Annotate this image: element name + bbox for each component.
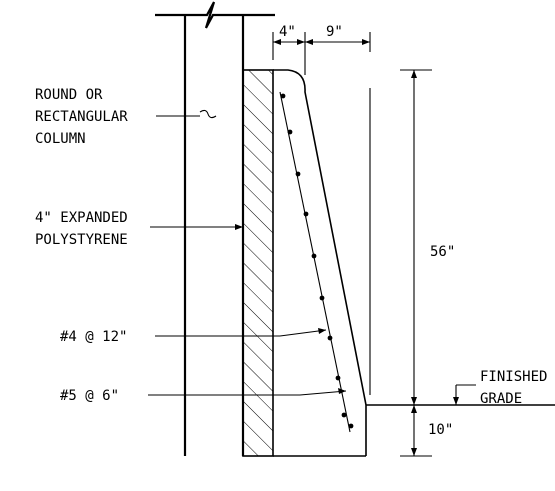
rebar-dot <box>348 423 354 429</box>
rebar-dot <box>319 295 325 301</box>
column-symbol <box>199 109 217 119</box>
rebar-dot <box>335 375 341 381</box>
arrowhead <box>235 224 243 230</box>
arrowhead <box>411 448 417 456</box>
arrowhead <box>411 405 417 413</box>
column-callout: ROUND OR RECTANGULAR COLUMN <box>35 87 217 147</box>
rebar4-label: #4 @ 12" <box>60 329 127 345</box>
polystyrene-layer <box>242 69 274 457</box>
arrowhead <box>273 39 281 45</box>
dim-56in: 56" <box>430 244 455 260</box>
rebar4-callout: #4 @ 12" <box>60 328 327 345</box>
reinforcement <box>279 91 354 433</box>
polystyrene-callout: 4" EXPANDED POLYSTYRENE <box>35 210 243 248</box>
rebar-line <box>279 91 351 433</box>
rebar-dot <box>287 129 293 135</box>
leader-line <box>279 329 327 337</box>
column-label-line3: COLUMN <box>35 131 86 147</box>
arrowhead <box>305 39 313 45</box>
dim-10in: 10" <box>428 422 453 438</box>
rebar5-callout: #5 @ 6" <box>60 388 347 404</box>
eps-label-line1: 4" EXPANDED <box>35 210 128 226</box>
dim-4in: 4" <box>279 24 296 40</box>
rebar-dot <box>341 412 347 418</box>
top-dimensions: 4" 9" <box>272 24 371 75</box>
leader-line <box>299 390 347 396</box>
arrowhead <box>411 70 417 78</box>
column-label-line1: ROUND OR <box>35 87 103 103</box>
rebar-dot <box>303 211 309 217</box>
break-line <box>155 1 275 29</box>
arrowhead <box>362 39 370 45</box>
eps-label-line2: POLYSTYRENE <box>35 232 128 248</box>
arrowhead <box>318 328 326 334</box>
rebar-dot <box>327 335 333 341</box>
collar-outline <box>273 69 367 456</box>
grade-label-line2: GRADE <box>480 391 522 407</box>
rebar-dot <box>311 253 317 259</box>
arrowhead <box>338 388 346 394</box>
concrete-collar <box>273 69 555 457</box>
arrowhead <box>411 397 417 405</box>
grade-label-line1: FINISHED <box>480 369 547 385</box>
arrowhead <box>453 397 459 405</box>
rebar5-label: #5 @ 6" <box>60 388 119 404</box>
vertical-dimensions: 56" 10" <box>369 69 455 457</box>
dim-9in: 9" <box>326 24 343 40</box>
rebar-dot <box>295 171 301 177</box>
column-label-line2: RECTANGULAR <box>35 109 128 125</box>
grade-callout: FINISHED GRADE <box>453 369 547 407</box>
rebar-dot <box>280 93 286 99</box>
arrowhead <box>297 39 305 45</box>
polystyrene-hatch <box>242 69 274 457</box>
